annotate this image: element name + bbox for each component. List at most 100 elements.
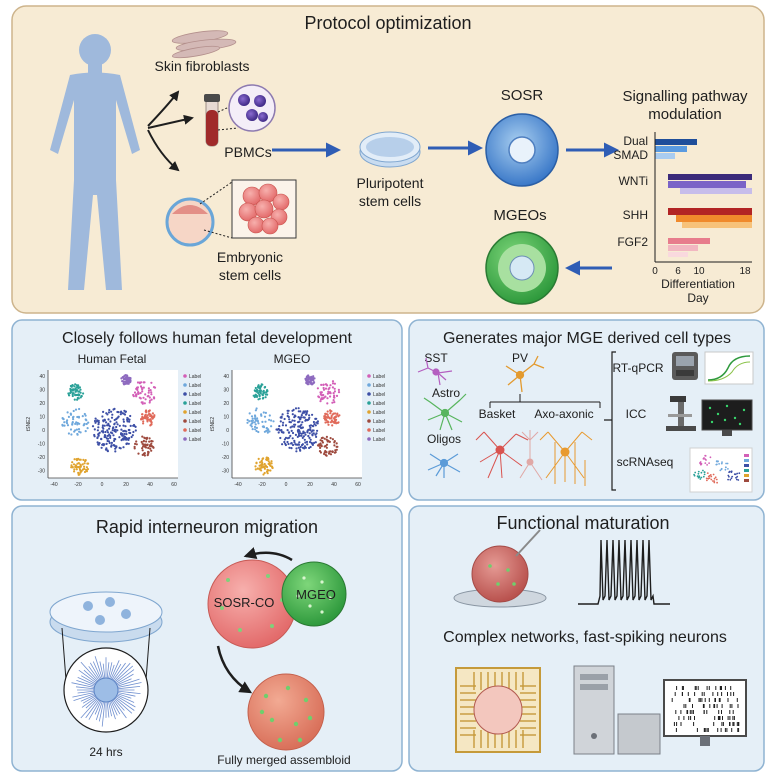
tsne-point (86, 427, 89, 430)
tsne-point (102, 431, 105, 434)
umap-point (714, 476, 717, 479)
umap-point (738, 472, 741, 475)
migration-line (76, 680, 97, 688)
tsne-point (325, 446, 328, 449)
migration-line (88, 666, 101, 683)
tsne-point (321, 397, 324, 400)
tsne-point (147, 387, 150, 390)
tsne-point (129, 424, 132, 427)
tsne-point (280, 415, 283, 418)
tsne-point (331, 450, 334, 453)
tsne-point (122, 446, 125, 449)
tsne-point (91, 425, 95, 428)
tsne-point (264, 393, 267, 396)
tsne-point (331, 438, 334, 441)
wnti-label: WNTi (618, 174, 648, 188)
tsne-point (286, 414, 289, 418)
tsne-point (70, 433, 73, 436)
umap-point (728, 471, 730, 474)
tsne-point (147, 451, 150, 454)
tsne-point (278, 425, 281, 428)
tsne-y-tick: -30 (222, 469, 229, 475)
tsne-point (151, 415, 154, 418)
umap-point (702, 475, 705, 478)
migration-line (111, 697, 127, 719)
tsne-point (81, 463, 84, 466)
tsne-point (97, 434, 100, 437)
tsne-point (253, 395, 256, 399)
tsne-point (257, 398, 260, 401)
tsne-point (283, 438, 286, 441)
tsne-point (319, 442, 322, 445)
tsne-point (121, 434, 124, 437)
pv-label: PV (512, 351, 528, 365)
tsne-point (272, 420, 275, 423)
tsne-point (282, 431, 285, 434)
tsne-legend-swatch (367, 374, 371, 378)
tsne-point (324, 453, 327, 457)
tsne-point (108, 408, 111, 412)
tsne-legend-label: Label (189, 401, 201, 407)
smad-label: SMAD (613, 148, 648, 162)
migration-line (114, 694, 136, 708)
dual-smad-bar (655, 139, 697, 145)
tsne-point (281, 424, 284, 427)
umap-point (700, 463, 702, 466)
tsne-x-tick: -40 (234, 482, 241, 488)
tsne-legend-label: Label (373, 374, 385, 380)
tsne-point (127, 428, 130, 432)
tsne-point (311, 434, 314, 437)
tsne-point (127, 438, 130, 441)
tsne-point (254, 428, 257, 431)
umap-point (735, 476, 737, 479)
tsne-point (330, 410, 333, 413)
tsne-point (78, 468, 82, 471)
migration-line (72, 691, 97, 698)
sosr-organoid-icon (485, 113, 559, 187)
umap-point (715, 463, 718, 466)
umap-point (706, 472, 709, 474)
tsne-point (320, 383, 323, 386)
tsne-point (261, 461, 264, 464)
tsne-point (313, 441, 316, 444)
tsne-point (74, 394, 77, 397)
migration-radial-icon (71, 656, 142, 727)
umap-point (712, 480, 714, 482)
tsne-y-tick: 0 (226, 428, 229, 434)
tsne-point (322, 386, 325, 390)
tsne-point (75, 384, 78, 387)
tsne-point (97, 421, 100, 424)
tsne-legend-label: Label (373, 437, 385, 443)
zoom-line (203, 229, 233, 239)
tsne-point (308, 376, 311, 379)
tsne-point (95, 420, 99, 423)
tsne-point (333, 394, 336, 397)
tsne-point (291, 419, 294, 422)
tsne-point (129, 431, 132, 435)
tsne-point (246, 421, 249, 424)
tsne-point (312, 379, 315, 382)
tsne-legend-label: Label (373, 401, 385, 407)
tsne-point (106, 434, 109, 437)
tsne-point (257, 457, 260, 460)
tsne-point (287, 431, 291, 434)
sst-neuron-icon (417, 357, 453, 386)
tsne-point (319, 446, 322, 449)
tsne-x-tick: 60 (171, 482, 177, 488)
tsne-point (280, 429, 283, 432)
tsne-point (80, 395, 83, 398)
tsne-point (97, 423, 100, 426)
tsne-point (306, 375, 309, 378)
tsne-point (253, 425, 257, 429)
tsne-point (148, 440, 151, 443)
tsne-point (130, 435, 133, 439)
tsne-point (266, 390, 269, 393)
tsne-point (110, 416, 114, 419)
tsne-point (142, 440, 145, 443)
tsne-point (116, 410, 119, 414)
tsne-point (302, 435, 305, 438)
tsne-point (103, 424, 106, 427)
tsne-legend-swatch (183, 374, 187, 378)
tsne-point (324, 421, 327, 424)
migration-line (82, 694, 98, 704)
